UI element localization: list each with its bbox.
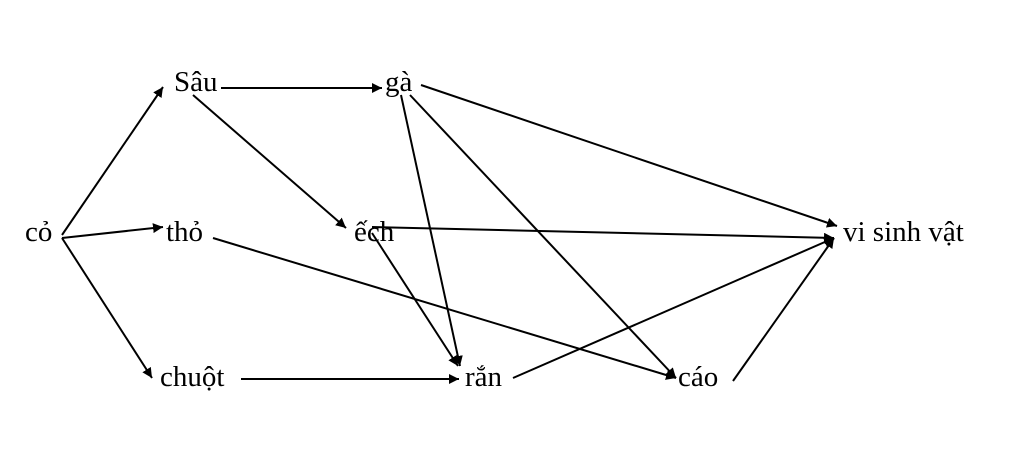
node-co: cỏ: [25, 216, 52, 248]
edges-layer: [61, 83, 838, 384]
arrow-ga-to-cao: [409, 94, 677, 379]
arrow-sau-to-ech: [192, 94, 347, 229]
arrow-ga-to-vsv: [420, 84, 838, 228]
arrow-ran-to-vsv: [512, 237, 835, 379]
node-chuot: chuột: [160, 361, 224, 393]
arrow-co-to-sau: [61, 86, 164, 236]
node-cao: cáo: [678, 361, 718, 393]
arrow-ga-to-ran: [400, 94, 463, 367]
nodes-layer: cỏ Sâu thỏ chuột gà ếch rắn cáo vi sinh …: [25, 66, 964, 393]
node-sau: Sâu: [174, 66, 218, 98]
arrow-cao-to-vsv: [732, 237, 835, 382]
node-ech: ếch: [354, 216, 395, 248]
arrow-ech-to-vsv: [371, 226, 835, 243]
node-tho: thỏ: [166, 216, 203, 248]
arrow-co-to-tho: [61, 223, 164, 239]
node-ga: gà: [385, 66, 413, 98]
node-vsv: vi sinh vật: [843, 216, 964, 248]
arrow-co-to-chuot: [61, 237, 153, 379]
arrow-tho-to-cao: [212, 237, 677, 380]
node-ran: rắn: [465, 361, 503, 393]
